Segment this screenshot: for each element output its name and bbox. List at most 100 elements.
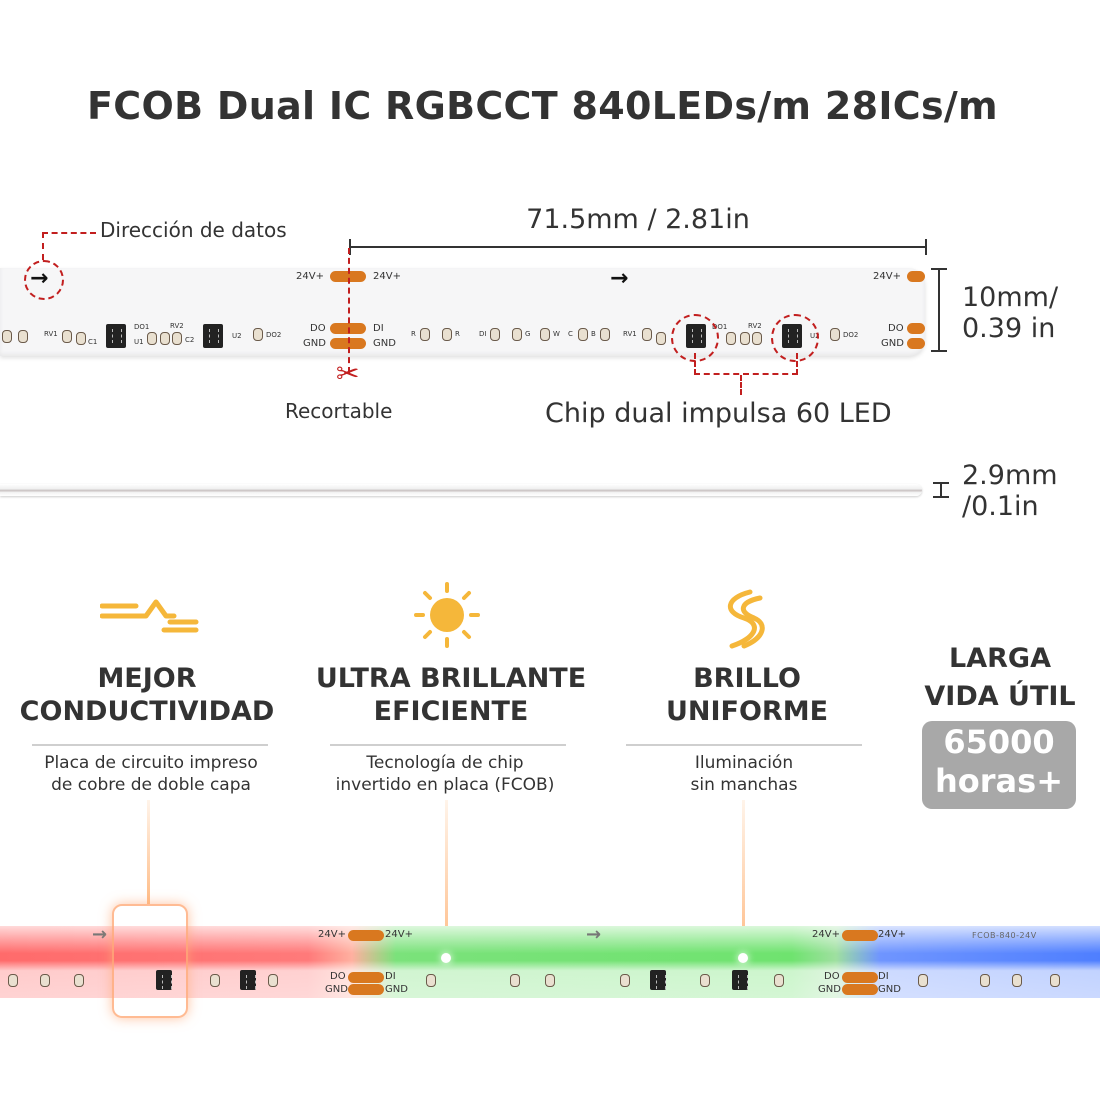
data-direction-highlight	[24, 260, 64, 300]
pad-label-gnd: GND	[325, 984, 348, 995]
component-label: B	[591, 330, 596, 338]
conductivity-icon	[100, 599, 199, 633]
component-label: RV2	[748, 322, 762, 330]
component-label: U2	[232, 332, 242, 340]
component-label: DI	[479, 330, 487, 338]
led-component	[578, 328, 588, 341]
sun-icon	[414, 582, 480, 648]
glow-leader-line	[445, 800, 448, 956]
chip-highlight-circle	[771, 314, 819, 362]
feature-desc-line1: Iluminación	[694, 753, 794, 773]
data-direction-leader-vertical	[42, 232, 44, 260]
led-component	[40, 974, 50, 987]
component-label: RV1	[623, 330, 637, 338]
component-label: RV1	[44, 330, 58, 338]
lifetime-badge	[922, 721, 1076, 809]
feature-title-uniform: BRILLO UNIFORME	[620, 662, 874, 728]
pad-label-24v: 24V+	[873, 271, 901, 282]
feature-divider	[330, 744, 566, 746]
chip-bracket	[694, 353, 798, 375]
feature-desc-brightness: Tecnología de chip invertido en placa (F…	[290, 752, 600, 796]
led-component	[918, 974, 928, 987]
led-strip-top-view: → → RV1 C1 DO1 U1 RV2 C2 U2 DO2 24V+ 24V…	[0, 266, 925, 356]
feature-divider	[626, 744, 862, 746]
feature-title-line2: CONDUCTIVIDAD	[19, 696, 275, 727]
led-component	[1012, 974, 1022, 987]
led-component	[512, 328, 522, 341]
pad-label-24v: 24V+	[812, 929, 840, 940]
glow-leader-line	[742, 800, 745, 956]
wave-icon	[728, 589, 765, 649]
pad-label-24v: 24V+	[318, 929, 346, 940]
driver-chip	[203, 324, 223, 348]
pad-label-24v: 24V+	[373, 271, 401, 282]
pad-label-24v: 24V+	[878, 929, 906, 940]
led-strip-lit-sheen: → → 24V+ 24V+ DO DI GND GND 24V+ 24V+ DO…	[0, 924, 1100, 998]
feature-title-line1: BRILLO	[693, 663, 801, 694]
led-component	[656, 332, 666, 345]
solder-pad	[907, 323, 925, 334]
component-label: C2	[185, 336, 195, 344]
glow-point	[441, 953, 451, 963]
feature-desc-line1: Placa de circuito impreso	[44, 753, 258, 773]
pad-label-di: DI	[878, 971, 889, 982]
feature-title-brightness: ULTRA BRILLANTE EFICIENTE	[300, 662, 602, 728]
led-component	[600, 328, 610, 341]
solder-pad	[842, 984, 878, 995]
pad-label-di: DI	[373, 323, 384, 334]
glow-point	[738, 953, 748, 963]
feature-desc-conductivity: Placa de circuito impreso de cobre de do…	[0, 752, 302, 796]
component-label: DO2	[266, 331, 282, 339]
component-label: C	[568, 330, 573, 338]
pad-label-gnd: GND	[818, 984, 841, 995]
led-component	[752, 332, 762, 345]
led-component	[147, 332, 157, 345]
lifetime-hours: 65000	[943, 723, 1055, 761]
led-component	[18, 330, 28, 343]
led-component	[980, 974, 990, 987]
pad-label-di: DI	[385, 971, 396, 982]
thickness-label-line1: 2.9mm	[962, 460, 1058, 491]
component-label: G	[525, 330, 531, 338]
led-component	[510, 974, 520, 987]
solder-pad	[842, 930, 878, 941]
feature-title-line1: MEJOR	[97, 663, 197, 694]
led-component	[172, 332, 182, 345]
width-dimension-bracket	[931, 268, 947, 352]
thickness-label-line2: /0.1in	[962, 491, 1039, 522]
page-title: FCOB Dual IC RGBCCT 840LEDs/m 28ICs/m	[87, 84, 998, 128]
solder-pad	[348, 984, 384, 995]
component-label: RV2	[170, 322, 184, 330]
pad-label-do: DO	[824, 971, 840, 982]
arrow-right-icon: →	[610, 266, 629, 291]
feature-desc-line2: de cobre de doble capa	[51, 775, 251, 795]
cut-line	[348, 248, 350, 373]
driver-chip	[732, 970, 748, 990]
led-component	[76, 332, 86, 345]
led-component	[210, 974, 220, 987]
led-component	[420, 328, 430, 341]
feature-title-lifetime: LARGA VIDA ÚTIL	[912, 640, 1088, 716]
led-component	[1050, 974, 1060, 987]
width-label-line2: 0.39 in	[962, 313, 1056, 344]
driver-chip	[106, 324, 126, 348]
led-strip-side-view	[0, 484, 922, 496]
feature-title-conductivity: MEJOR CONDUCTIVIDAD	[0, 662, 294, 728]
component-label: R	[455, 330, 460, 338]
lifetime-badge-text: 65000 horas+	[922, 723, 1076, 801]
led-component	[253, 328, 263, 341]
driver-chip	[240, 970, 256, 990]
strip-brand-label: FCOB-840-24V	[972, 931, 1037, 940]
component-label: DO1	[712, 323, 728, 331]
led-component	[62, 330, 72, 343]
solder-pad	[907, 271, 925, 282]
driver-chip	[156, 970, 172, 990]
led-component	[740, 332, 750, 345]
pad-label-24v: 24V+	[385, 929, 413, 940]
led-component	[726, 332, 736, 345]
cuttable-label: Recortable	[285, 399, 393, 423]
led-component	[774, 974, 784, 987]
thickness-dimension-bracket	[933, 482, 949, 498]
component-label: DO1	[134, 323, 150, 331]
lifetime-unit: horas+	[935, 762, 1063, 800]
